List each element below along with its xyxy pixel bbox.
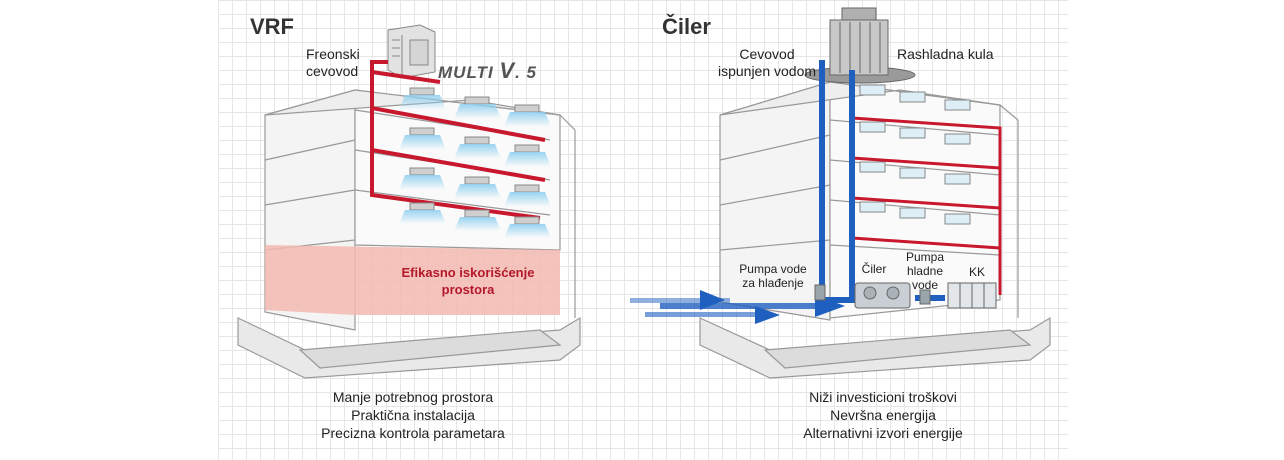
cooling-pump-label: Pumpa vode za hlađenje — [739, 262, 807, 290]
brand-number: 5 — [526, 63, 538, 82]
chiller-fan-coil-units — [859, 84, 971, 225]
vrf-benefit-3: Precizna kontrola parametara — [321, 425, 505, 441]
water-pipe-label: Cevovod ispunjen vodom — [717, 46, 817, 79]
efficient-space-label: Efikasno iskorišćenje prostora — [401, 265, 535, 297]
cooling-tower — [804, 7, 916, 84]
kk-label: KK — [968, 265, 985, 279]
chiller-benefit-2: Nevršna energija — [830, 407, 936, 423]
vrf-outdoor-unit — [387, 24, 436, 79]
chiller-title: Čiler — [662, 14, 711, 39]
brand-v: V — [499, 58, 516, 83]
cold-water-pump-label: Pumpa hladne vode — [905, 250, 945, 292]
chiller-machinery — [814, 282, 997, 309]
incoming-flow-arrows — [630, 290, 845, 324]
chiller-benefit-1: Niži investicioni troškovi — [809, 389, 957, 405]
vrf-indoor-units — [399, 87, 551, 238]
freon-pipe-label: Freonski cevovod — [306, 46, 360, 79]
efficient-space-highlight — [265, 245, 560, 315]
chiller-benefits-list: Niži investicioni troškovi Nevršna energ… — [768, 388, 998, 442]
vrf-title: VRF — [250, 14, 294, 39]
cooling-tower-label: Rashladna kula — [897, 46, 994, 62]
chiller-benefit-3: Alternativni izvori energije — [803, 425, 963, 441]
vrf-benefit-1: Manje potrebnog prostora — [332, 389, 494, 405]
chiller-unit-label: Čiler — [861, 262, 887, 276]
brand-text: MULTI — [438, 63, 494, 82]
vrf-benefits-list: Manje potrebnog prostora Praktična insta… — [298, 388, 528, 442]
refrigerant-pipes — [370, 60, 546, 220]
brand-logo: MULTI V. 5 — [438, 58, 538, 83]
vrf-benefit-2: Praktična instalacija — [351, 407, 475, 423]
